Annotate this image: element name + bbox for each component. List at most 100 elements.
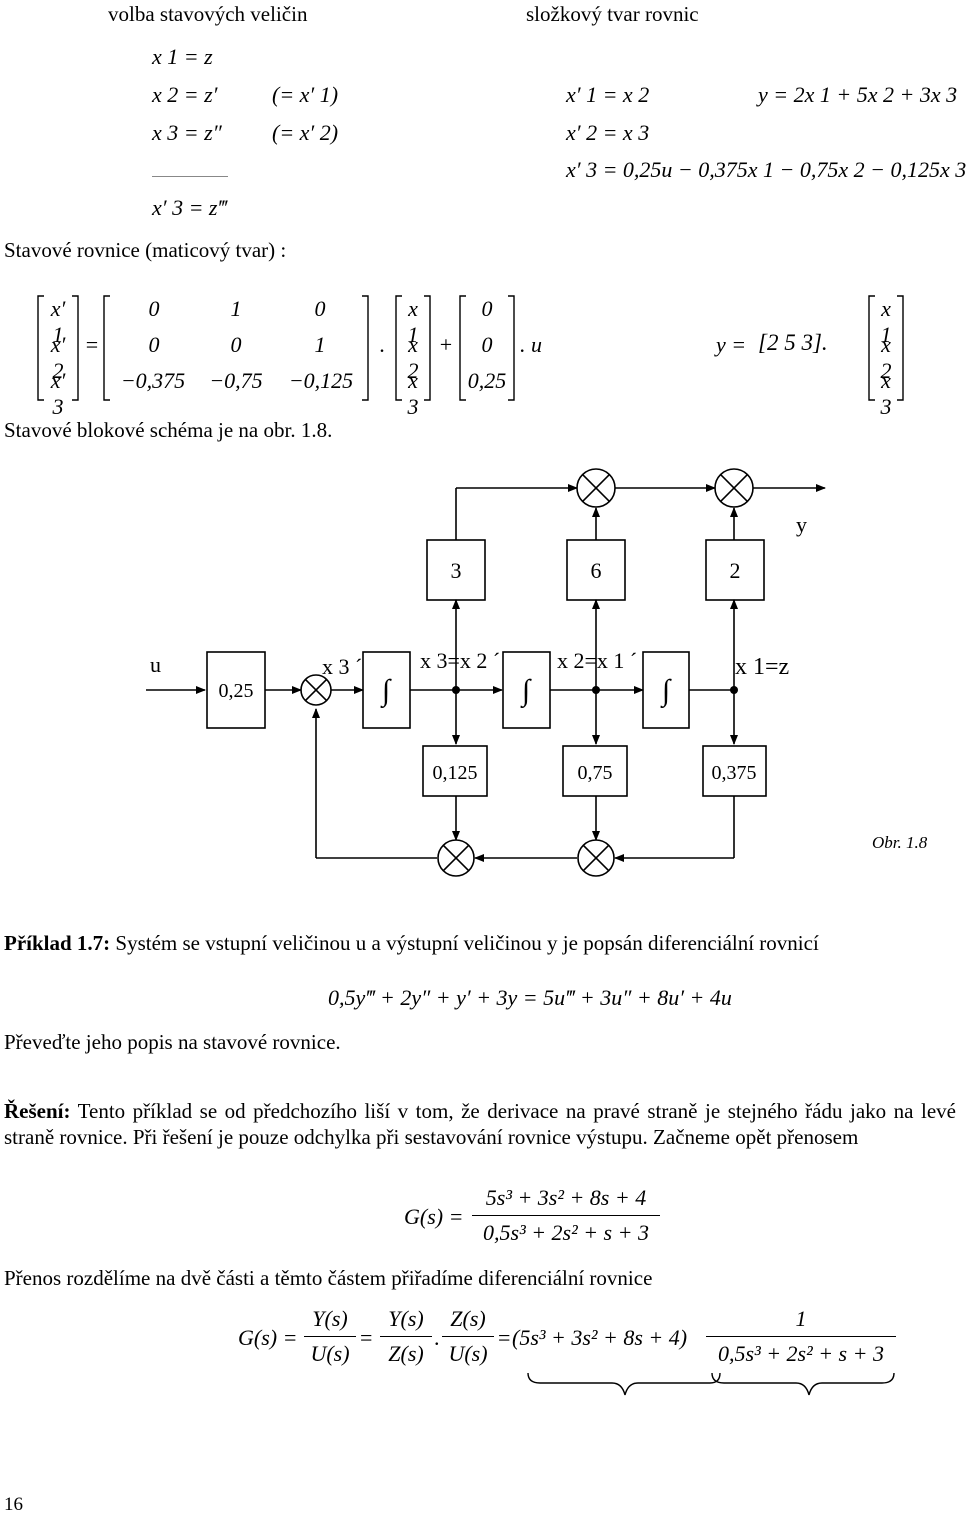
matrix-u: . u xyxy=(520,332,542,357)
matrix-lhs-1: x′ 1 xyxy=(50,296,66,347)
split-f2-num: Y(s) xyxy=(388,1306,424,1331)
split-dot: . xyxy=(434,1325,440,1350)
transfer-denominator: 0,5s³ + 2s² + s + 3 xyxy=(483,1220,649,1245)
split-fraction-3: Z(s) U(s) xyxy=(442,1306,494,1367)
split-lhs: G(s) = xyxy=(238,1325,298,1350)
example-label: Příklad 1.7: xyxy=(4,931,111,955)
fraction-bar xyxy=(304,1336,356,1337)
integrator-1-block xyxy=(362,651,411,729)
split-f4-num: 1 xyxy=(795,1306,807,1331)
solution-text: Tento příklad se od předchozího liší v t… xyxy=(4,1099,956,1149)
solution-paragraph: Řešení: Tento příklad se od předchozího … xyxy=(4,1098,956,1150)
gain-0375-block xyxy=(702,745,767,797)
example-text: Systém se vstupní veličinou u a výstupní… xyxy=(110,931,819,955)
split-eq-1: = xyxy=(360,1325,373,1350)
component-eq-2: x′ 2 = x 3 xyxy=(566,120,650,145)
gain-075-label: 0,75 xyxy=(578,762,613,784)
matrix-a-23: 1 xyxy=(314,332,326,357)
matrix-a-13: 0 xyxy=(314,296,326,321)
output-x-1: x 1 xyxy=(880,296,892,347)
block-schema-text: Stavové blokové schéma je na obr. 1.8. xyxy=(4,418,333,442)
matrix-lhs-2: x′ 2 xyxy=(50,332,66,383)
split-fraction-4: 1 0,5s³ + 2s² + s + 3 xyxy=(706,1306,896,1367)
x1-label: x 1=z xyxy=(735,654,789,680)
fraction-bar xyxy=(380,1336,432,1337)
solution-label: Řešení: xyxy=(4,1099,71,1123)
x2-label: x 2=x 1 ´ xyxy=(557,648,637,673)
junction-dot xyxy=(592,686,600,694)
underbraces xyxy=(527,1372,895,1396)
fraction-bar xyxy=(442,1336,494,1337)
heading-state-variables: volba stavových veličin xyxy=(108,2,308,26)
x3-label: x 3=x 2 ´ xyxy=(420,648,500,673)
output-label: y xyxy=(796,512,807,537)
matrix-equals: = xyxy=(85,332,99,357)
gain-0125-block xyxy=(422,745,488,797)
matrix-brackets xyxy=(37,295,904,401)
x3-prime-label: x 3 ´ xyxy=(322,654,362,679)
component-eq-3: x′ 3 = 0,25u − 0,375x 1 − 0,75x 2 − 0,12… xyxy=(566,157,966,182)
integrator-3-symbol: ∫ xyxy=(660,674,672,709)
gain-input-block xyxy=(206,651,266,729)
matrix-lhs-3: x′ 3 xyxy=(50,368,66,419)
matrix-a-32: −0,75 xyxy=(209,368,263,393)
matrix-a-11: 0 xyxy=(148,296,160,321)
split-f3-den: U(s) xyxy=(448,1341,488,1366)
underbrace-numerator xyxy=(527,1372,721,1396)
sum-top-2 xyxy=(714,468,754,508)
output-y-lhs: y = xyxy=(716,332,747,357)
split-eq-2: = xyxy=(498,1325,511,1350)
figure-caption: Obr. 1.8 xyxy=(872,833,928,852)
transfer-fraction: 5s³ + 3s² + 8s + 4 0,5s³ + 2s² + s + 3 xyxy=(472,1185,660,1246)
example-task: Převeďte jeho popis na stavové rovnice. xyxy=(4,1030,341,1054)
split-numerator-poly: (5s³ + 3s² + 8s + 4) xyxy=(512,1325,688,1350)
state-eq-x2-note: (= x′ 1) xyxy=(272,82,339,107)
split-fraction-1: Y(s) U(s) xyxy=(304,1306,356,1367)
matrix-b-3: 0,25 xyxy=(467,368,507,393)
gain-2-block xyxy=(705,539,765,601)
transfer-numerator: 5s³ + 3s² + 8s + 4 xyxy=(485,1185,647,1210)
state-eq-x3-note: (= x′ 2) xyxy=(272,120,339,145)
sum-top-1 xyxy=(576,468,616,508)
sum-input xyxy=(300,674,332,706)
example-equation: 0,5y‴ + 2y″ + y′ + 3y = 5u‴ + 3u″ + 8u′ … xyxy=(328,985,732,1010)
example-paragraph: Příklad 1.7: Systém se vstupní veličinou… xyxy=(4,930,956,956)
matrix-a-33: −0,125 xyxy=(288,368,354,393)
output-x-2: x 2 xyxy=(880,332,892,383)
fraction-bar xyxy=(472,1215,660,1216)
heading-component-form: složkový tvar rovnic xyxy=(526,2,699,26)
gain-6-block xyxy=(566,539,626,601)
page-number: 16 xyxy=(4,1494,23,1515)
matrix-x-1: x 1 xyxy=(407,296,419,347)
matrix-a-31: −0,375 xyxy=(120,368,186,393)
gain-3-label: 3 xyxy=(451,558,462,583)
gain-input-label: 0,25 xyxy=(219,680,254,702)
matrix-x-2: x 2 xyxy=(407,332,419,383)
split-f3-num: Z(s) xyxy=(450,1306,486,1331)
matrix-a-22: 0 xyxy=(230,332,242,357)
gain-0125-label: 0,125 xyxy=(433,762,478,784)
matrix-title: Stavové rovnice (maticový tvar) : xyxy=(4,238,287,262)
gain-6-label: 6 xyxy=(591,558,602,583)
gain-2-label: 2 xyxy=(730,558,741,583)
output-c-row: [2 5 3]. xyxy=(758,330,828,355)
split-fraction-2: Y(s) Z(s) xyxy=(380,1306,432,1367)
gain-075-block xyxy=(562,745,628,797)
split-f1-num: Y(s) xyxy=(312,1306,348,1331)
output-eq: y = 2x 1 + 5x 2 + 3x 3 xyxy=(758,82,958,107)
transfer-lhs: G(s) = xyxy=(404,1204,464,1229)
component-eq-1: x′ 1 = x 2 xyxy=(566,82,650,107)
split-f4-den: 0,5s³ + 2s² + s + 3 xyxy=(718,1341,884,1366)
matrix-dot: . xyxy=(379,332,385,357)
block-diagram: u y 0,25 x 3 ´ x 3=x 2 ´ x 2=x 1 ´ x 1=z… xyxy=(146,468,928,877)
state-eq-x3: x 3 = z″ xyxy=(152,120,222,145)
integrator-1-symbol: ∫ xyxy=(380,674,392,709)
matrix-x-3: x 3 xyxy=(407,368,419,419)
integrator-2-block xyxy=(502,651,551,729)
state-eq-x2: x 2 = z′ xyxy=(152,82,218,107)
sum-bottom-1 xyxy=(437,839,475,877)
state-eq-x1: x 1 = z xyxy=(152,44,213,69)
split-f1-den: U(s) xyxy=(310,1341,350,1366)
matrix-plus: + xyxy=(439,332,453,357)
gain-0375-label: 0,375 xyxy=(712,762,757,784)
